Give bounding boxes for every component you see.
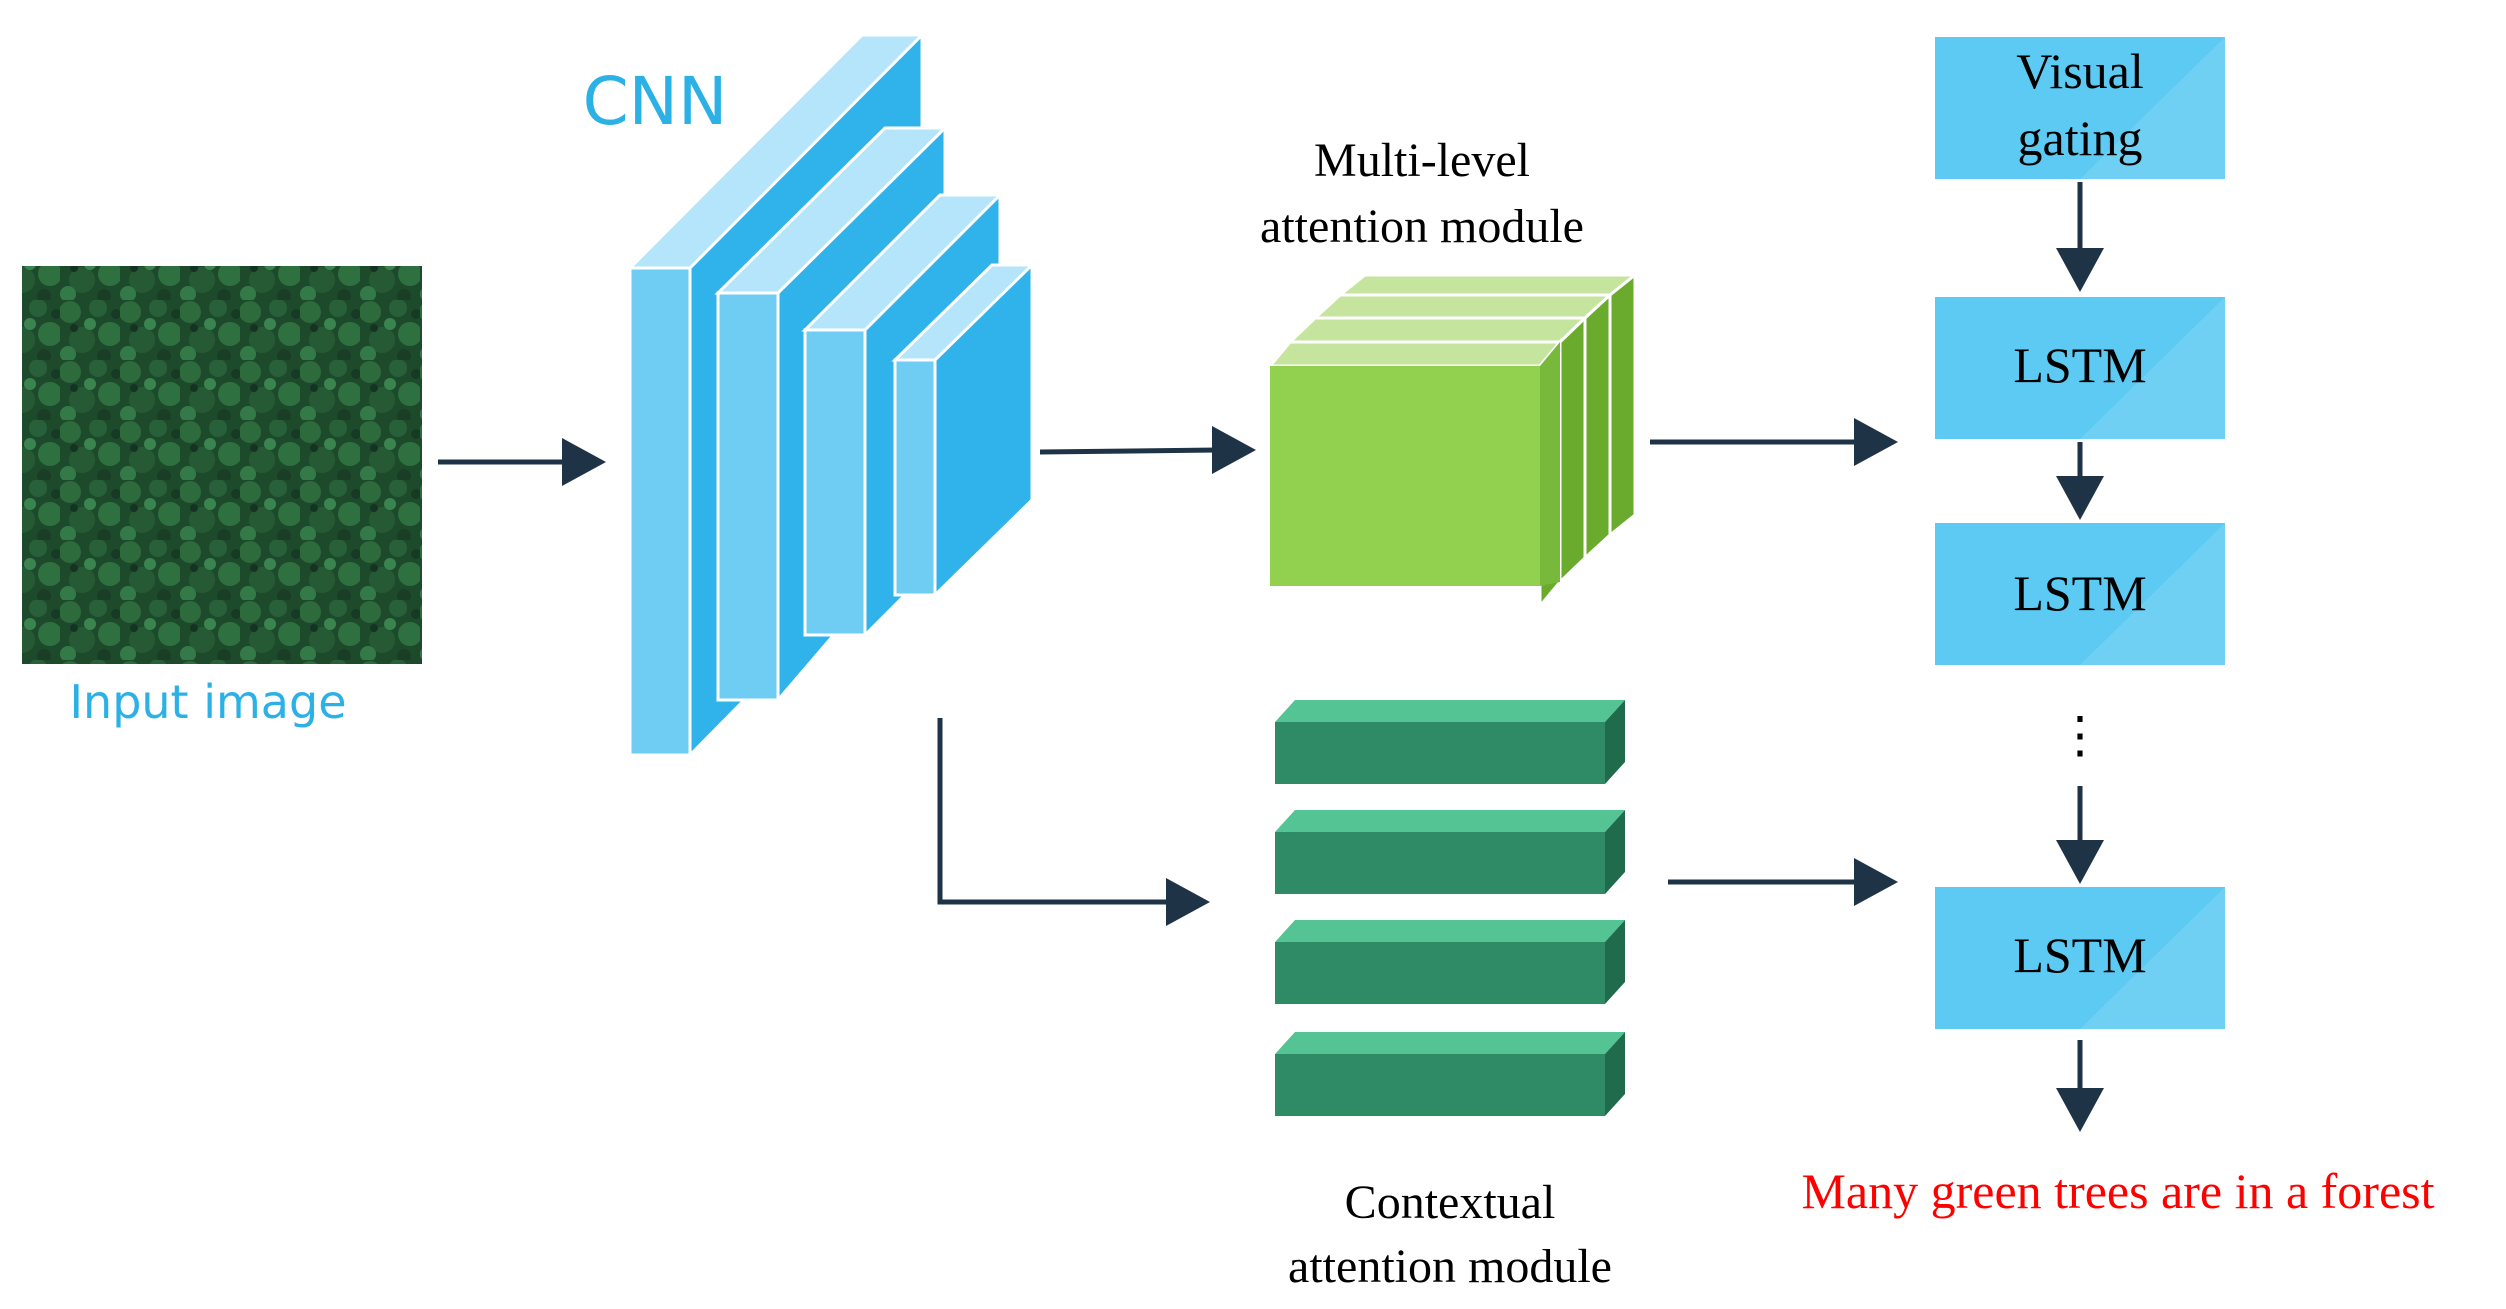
arrow-down-icon — [2056, 182, 2104, 292]
lstm-label: LSTM — [2013, 927, 2146, 983]
arrows — [438, 182, 2104, 1132]
forest-aerial-image — [22, 266, 422, 664]
teal-bar-3 — [1275, 920, 1625, 1004]
lstm-box-1: LSTM — [1935, 297, 2225, 439]
multilevel-attention-module — [1266, 271, 1640, 611]
ellipsis-icon: ⋮ — [2055, 707, 2105, 763]
output-caption: Many green trees are in a forest — [1801, 1163, 2434, 1219]
multilevel-attention-label-line2: attention module — [1260, 200, 1584, 253]
arrow-right-icon — [1668, 858, 1898, 906]
input-image-label: Input image — [69, 675, 346, 729]
lstm-label: LSTM — [2013, 337, 2146, 393]
contextual-attention-label-line1: Contextual — [1345, 1176, 1556, 1229]
lstm-box-2: LSTM — [1935, 523, 2225, 665]
cnn-layers — [626, 31, 1036, 759]
multilevel-attention-label-line1: Multi-level — [1314, 134, 1530, 187]
green-slab-2 — [1286, 314, 1589, 586]
cnn-label: CNN — [583, 63, 728, 140]
arrow-down-icon — [2056, 442, 2104, 520]
arrow-elbow-icon — [937, 718, 1210, 926]
teal-bar-2 — [1275, 810, 1625, 894]
teal-bar-4 — [1275, 1032, 1625, 1116]
lstm-label: LSTM — [2013, 565, 2146, 621]
visual-gating-label-line1: Visual — [2016, 43, 2144, 99]
arrow-right-icon — [1650, 418, 1898, 466]
contextual-attention-module — [1275, 700, 1625, 1116]
contextual-attention-label-line2: attention module — [1288, 1240, 1612, 1293]
visual-gating-box: Visual gating — [1935, 37, 2225, 179]
green-block-front — [1270, 366, 1540, 586]
arrow-right-icon — [1039, 426, 1256, 474]
arrow-down-icon — [2056, 786, 2104, 884]
teal-bar-1 — [1275, 700, 1625, 784]
visual-gating-label-line2: gating — [2018, 110, 2143, 166]
input-image — [22, 266, 422, 664]
cnn-layer-4 — [891, 262, 1036, 599]
lstm-box-3: LSTM — [1935, 887, 2225, 1029]
arrow-down-icon — [2056, 1040, 2104, 1132]
arrow-right-icon — [438, 438, 606, 486]
